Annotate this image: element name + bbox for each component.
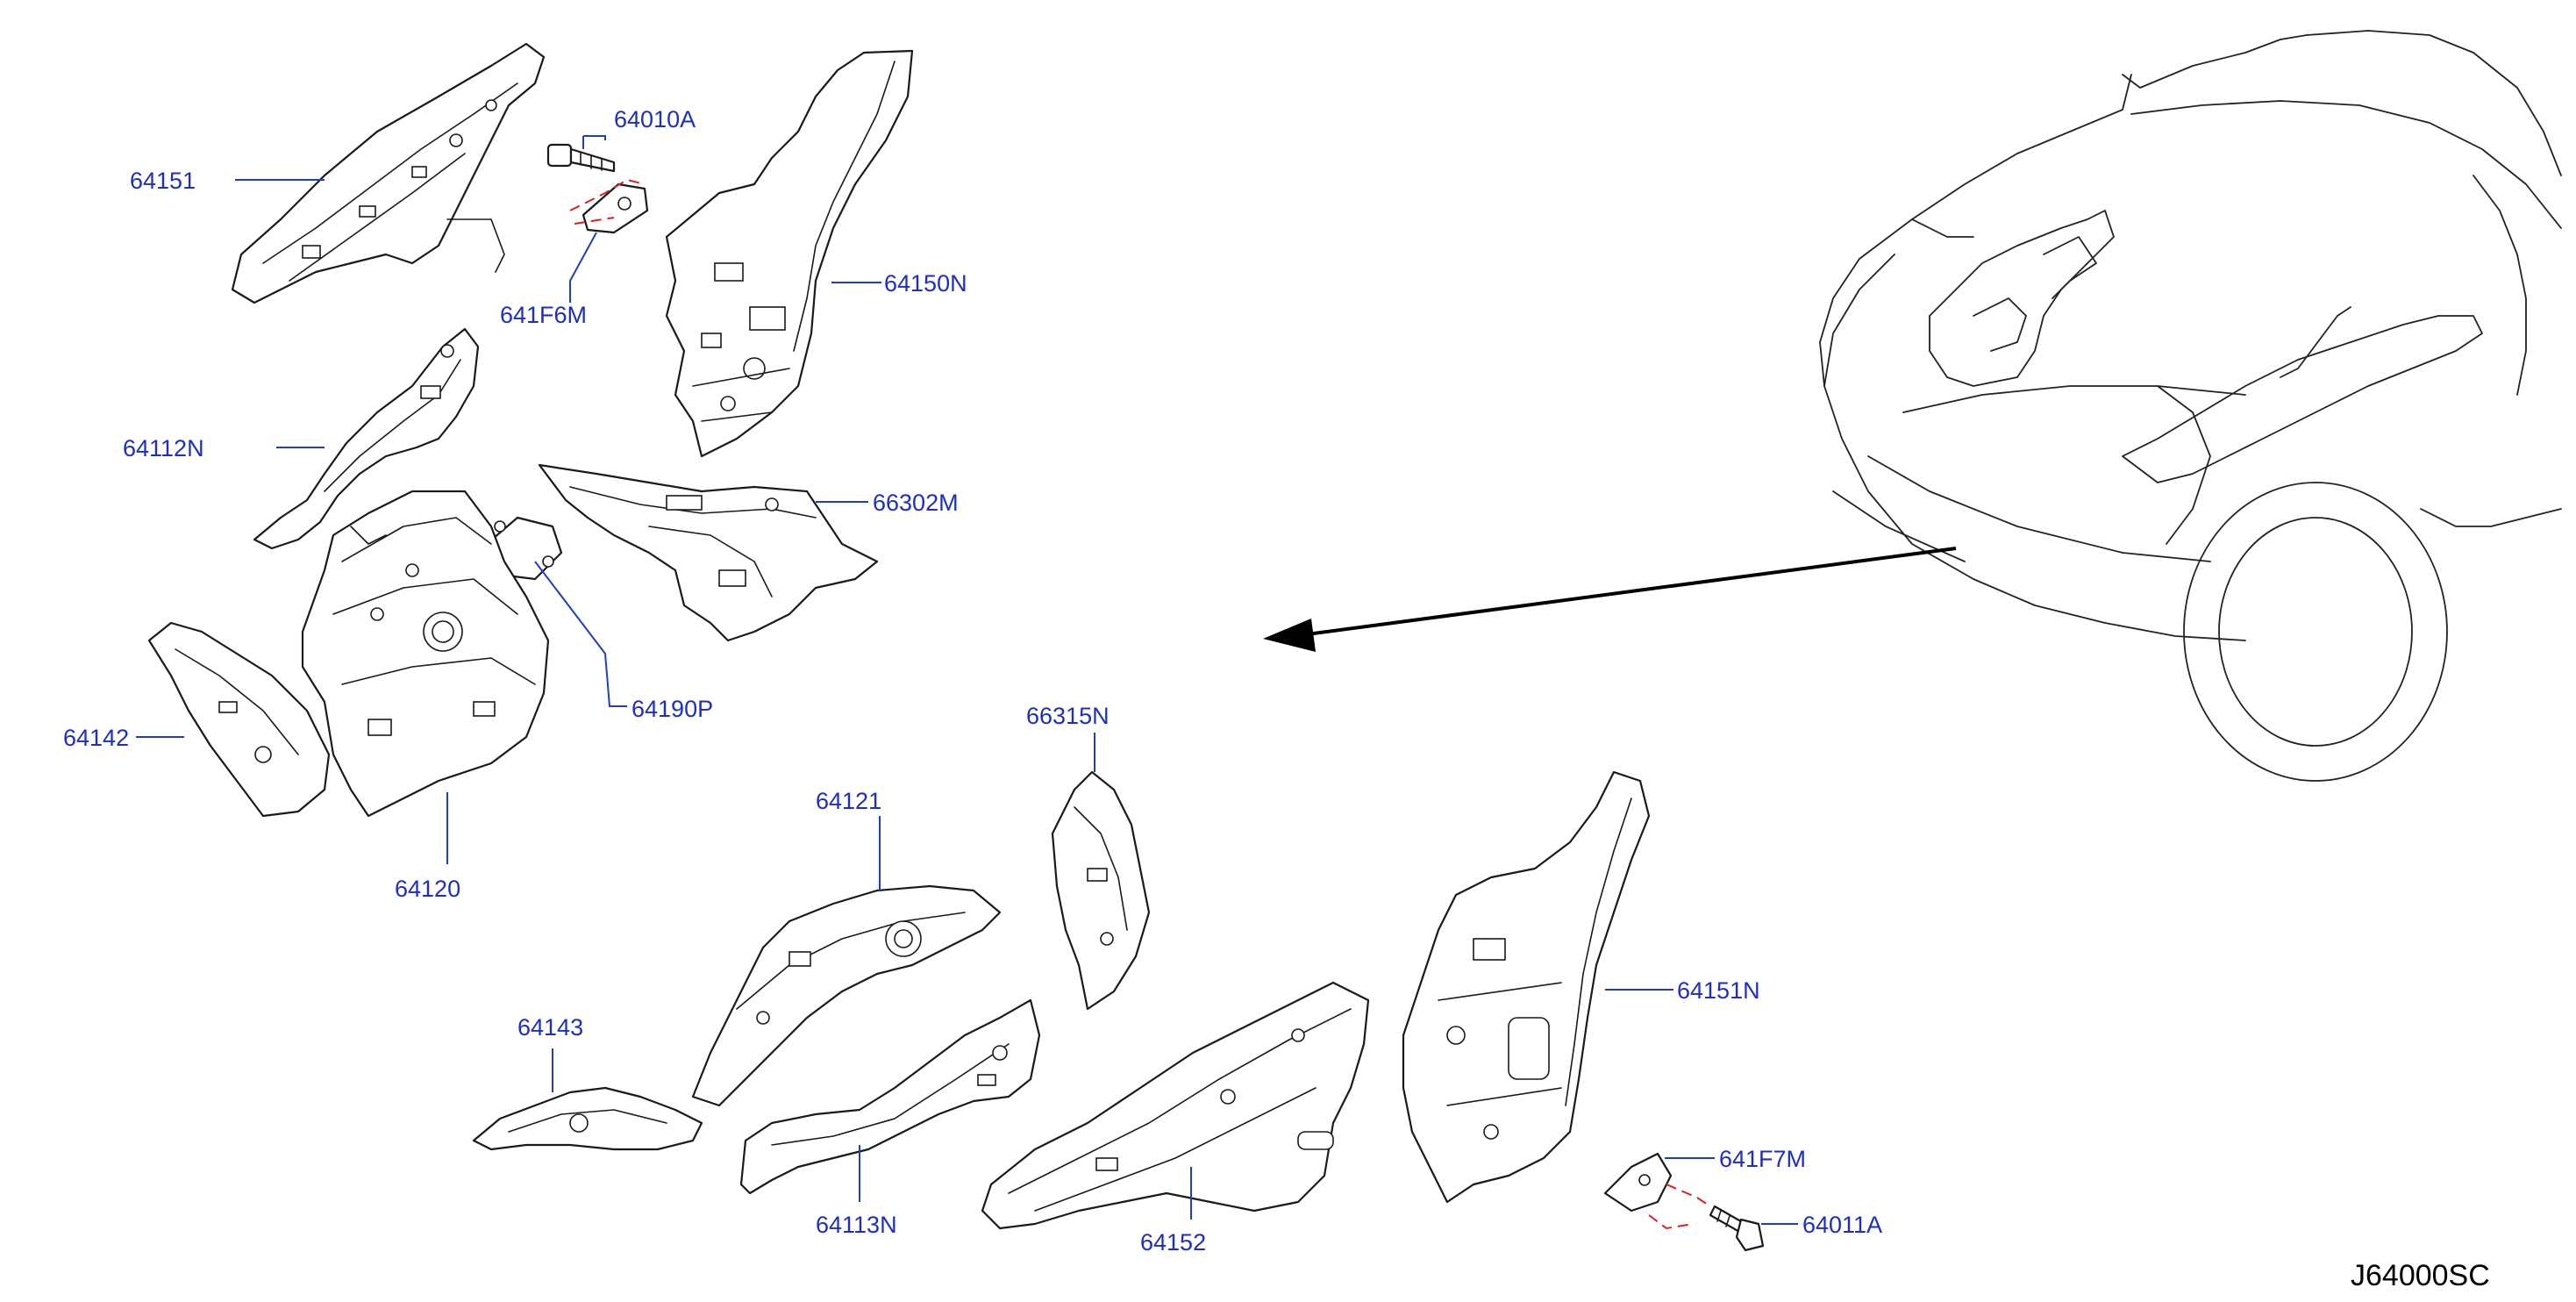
leader-lines <box>136 135 1798 1225</box>
part-64112N[interactable] <box>253 327 480 550</box>
label-64152[interactable]: 64152 <box>1140 1229 1206 1256</box>
part-64150N[interactable] <box>665 49 914 458</box>
part-64113N[interactable] <box>739 998 1041 1195</box>
part-64151[interactable] <box>231 42 546 304</box>
vehicle-overview-sketch <box>1819 30 2562 782</box>
label-64150N[interactable]: 64150N <box>884 270 967 297</box>
part-64120[interactable] <box>301 490 550 818</box>
diagram-code: J64000SC <box>2351 1259 2490 1292</box>
part-labels: 64151 64010A 641F6M 64150N 64112N 66302M… <box>63 106 1882 1256</box>
part-64011A-bolt[interactable] <box>1709 1205 1765 1252</box>
label-64190P[interactable]: 64190P <box>632 696 713 722</box>
label-641F6M[interactable]: 641F6M <box>500 302 587 328</box>
pointer-arrow <box>1263 547 1957 652</box>
label-64113N[interactable]: 64113N <box>816 1212 897 1238</box>
part-64142[interactable] <box>147 621 331 818</box>
part-66302M[interactable] <box>538 463 879 642</box>
part-64121[interactable] <box>691 884 1002 1107</box>
part-66315N[interactable] <box>1051 770 1151 1011</box>
label-66315N[interactable]: 66315N <box>1026 703 1110 729</box>
label-64112N[interactable]: 64112N <box>123 435 204 461</box>
label-64121[interactable]: 64121 <box>816 788 881 814</box>
part-64152[interactable] <box>981 981 1370 1230</box>
part-64151N[interactable] <box>1402 770 1651 1204</box>
part-64010A-bolt[interactable] <box>546 143 616 173</box>
label-64151N[interactable]: 64151N <box>1677 977 1760 1004</box>
label-66302M[interactable]: 66302M <box>873 490 959 516</box>
label-64151[interactable]: 64151 <box>130 168 196 194</box>
part-641F6M-bracket[interactable] <box>569 178 649 234</box>
label-64120[interactable]: 64120 <box>395 876 460 902</box>
part-64143[interactable] <box>472 1086 703 1151</box>
label-64010A[interactable]: 64010A <box>614 106 696 132</box>
part-641F7M-bracket[interactable] <box>1603 1152 1711 1230</box>
label-64011A[interactable]: 64011A <box>1802 1212 1882 1238</box>
label-64143[interactable]: 64143 <box>517 1014 583 1041</box>
label-64142[interactable]: 64142 <box>63 725 129 751</box>
label-641F7M[interactable]: 641F7M <box>1719 1146 1806 1172</box>
